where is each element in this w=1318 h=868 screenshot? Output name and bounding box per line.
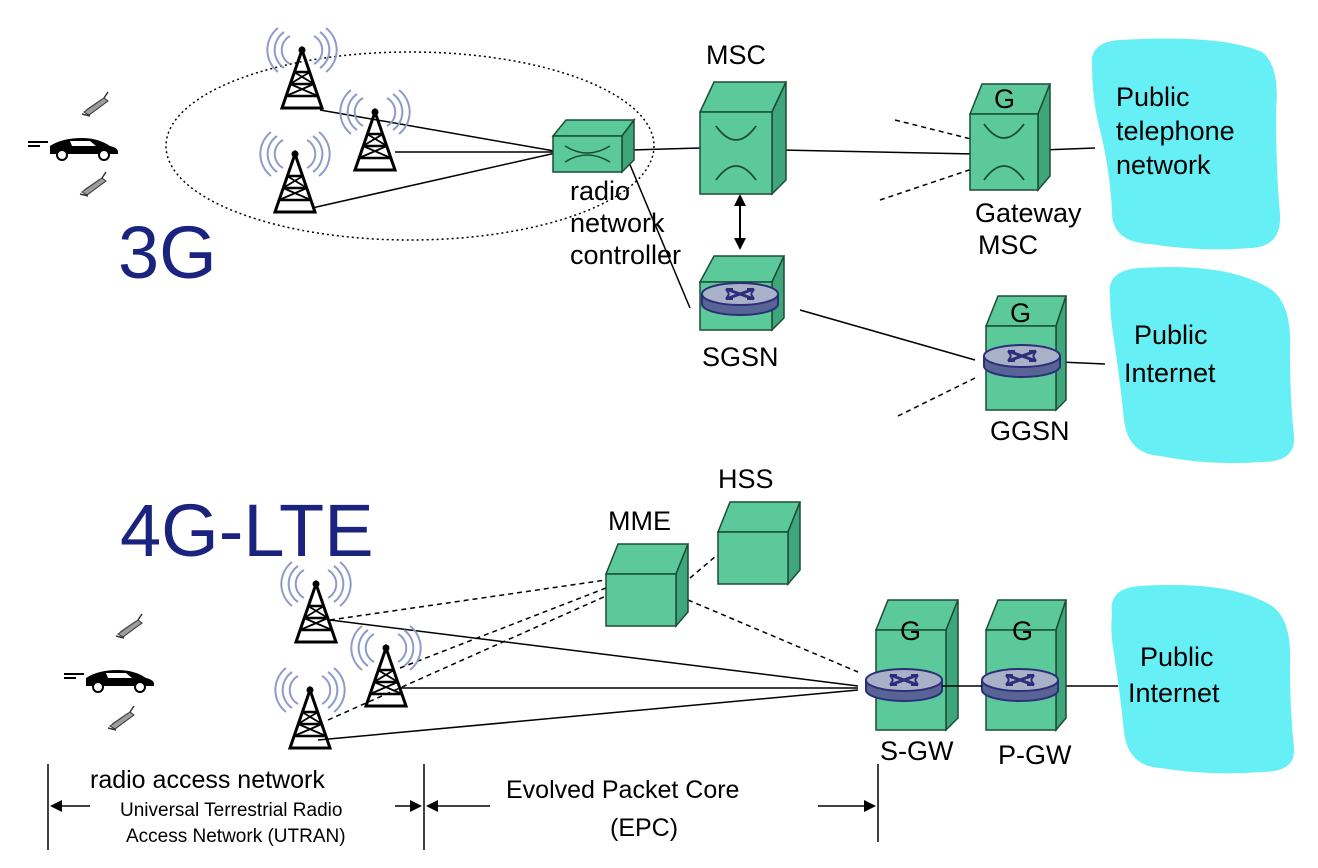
cell-tower-icon [349, 624, 423, 708]
cell-tower-icon [265, 26, 339, 110]
router-icon [982, 343, 1062, 379]
msc-sgsn-arrow [734, 194, 746, 250]
public-telephone-network-cloud [1091, 38, 1281, 250]
rnc-switch-icon [551, 117, 636, 174]
utran-label-line-2: Access Network (UTRAN) [126, 826, 346, 847]
scope-arrowheads [50, 800, 876, 812]
mobile-phone-icon [115, 613, 143, 639]
sgsn-node [698, 255, 786, 332]
cell-tower-icon [338, 88, 412, 172]
ggsn-label: GGSN [990, 416, 1070, 446]
ran-3g-boundary [165, 51, 655, 241]
title-4g-lte: 4G-LTE [120, 489, 374, 572]
links-3g [311, 109, 1106, 365]
pgw-label: P-GW [998, 740, 1072, 770]
dashed-links-4g [327, 555, 859, 721]
public-internet-cloud-4g [1111, 584, 1295, 774]
mme-node [604, 543, 690, 629]
internet-cloud-3g-line-1: Public [1134, 320, 1208, 350]
internet-cloud-4g-line-2: Internet [1128, 678, 1220, 708]
internet-cloud-4g-line-1: Public [1140, 642, 1214, 672]
public-internet-cloud-3g [1109, 266, 1295, 464]
mme-label: MME [608, 506, 671, 536]
gateway-msc-letter: G [994, 84, 1015, 114]
epc-label-line-1: Evolved Packet Core [506, 776, 739, 804]
car-icon [27, 137, 119, 161]
mobile-phone-icon [81, 91, 109, 117]
msc-switch-icon [698, 81, 788, 196]
ggsn-letter: G [1010, 298, 1031, 328]
cell-tower-icon [273, 666, 347, 750]
gateway-msc-label-line-1: Gateway [975, 198, 1082, 228]
mobile-phone-icon [79, 171, 107, 197]
dashed-links-3g [879, 119, 976, 417]
s-gw-node [864, 599, 960, 732]
cell-tower-icon [279, 560, 353, 644]
car-icon [63, 669, 155, 693]
router-icon [980, 667, 1060, 703]
ggsn-node [982, 295, 1068, 412]
phone-cloud-line-2: telephone [1116, 116, 1235, 146]
title-3g: 3G [118, 211, 217, 294]
rnc-label-line-2: network [570, 208, 665, 238]
msc-label: MSC [706, 40, 766, 70]
phone-cloud-line-1: Public [1116, 82, 1190, 112]
mobile-phone-icon [107, 705, 135, 731]
sgsn-label: SGSN [702, 342, 779, 372]
sgw-label: S-GW [880, 736, 954, 766]
hss-label: HSS [718, 464, 774, 494]
router-icon [700, 281, 780, 317]
epc-label-line-2: (EPC) [610, 814, 678, 842]
rnc-label-line-1: radio [570, 176, 630, 206]
phone-cloud-line-3: network [1116, 150, 1211, 180]
sgw-letter: G [900, 616, 921, 646]
rnc-label-line-3: controller [570, 240, 681, 270]
ran-label: radio access network [90, 766, 325, 794]
internet-cloud-3g-line-2: Internet [1124, 358, 1216, 388]
pgw-letter: G [1012, 616, 1033, 646]
router-icon [864, 667, 944, 703]
hss-node [716, 501, 802, 587]
p-gw-node [980, 599, 1068, 733]
links-4g [317, 619, 1118, 741]
gateway-msc-label-line-2: MSC [978, 230, 1038, 260]
gateway-msc-switch-icon [968, 83, 1052, 193]
utran-label-line-1: Universal Terrestrial Radio [120, 800, 342, 821]
cell-tower-icon [258, 130, 332, 214]
